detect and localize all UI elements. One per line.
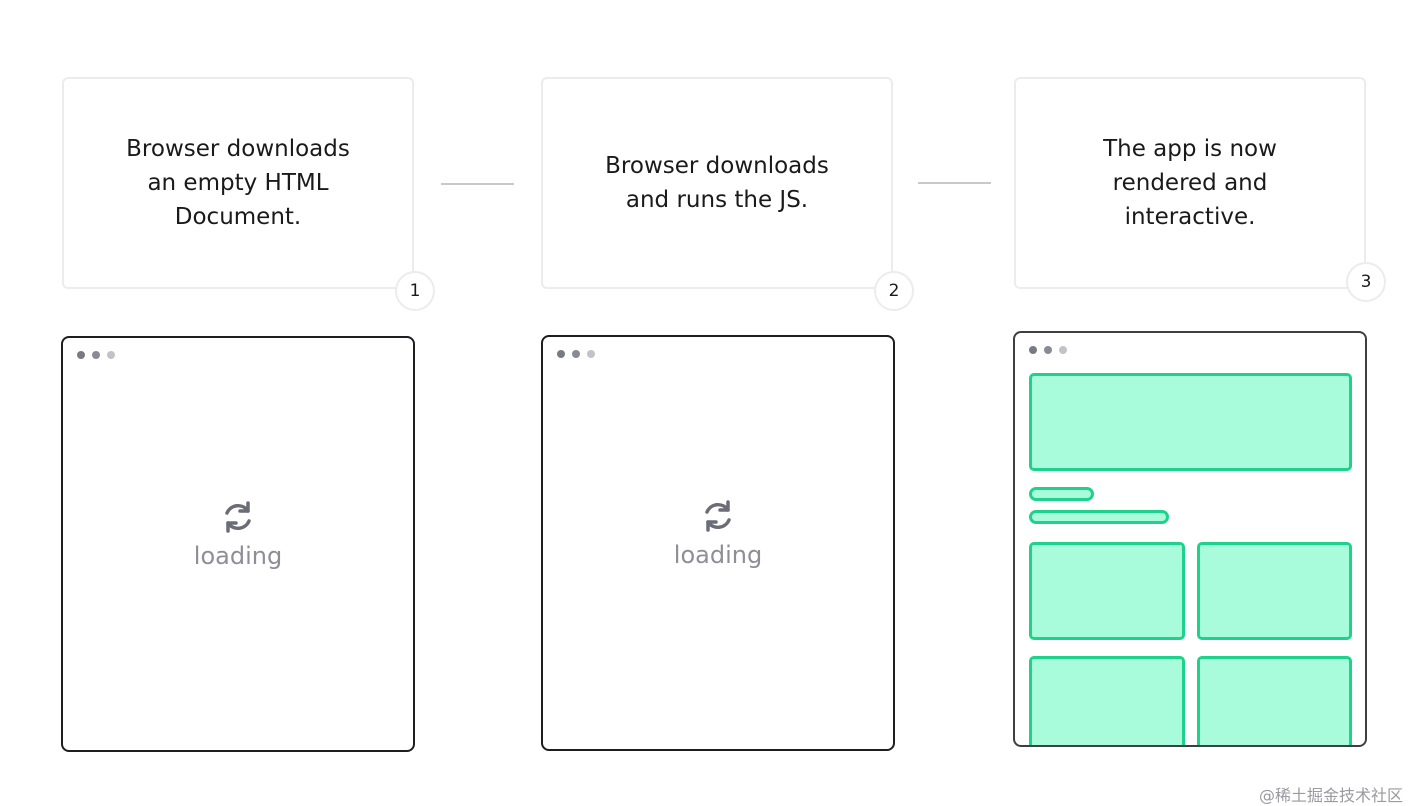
step-card-1: Browser downloads an empty HTML Document…: [62, 77, 414, 289]
step-badge-3: 3: [1346, 262, 1386, 302]
step-text-2: Browser downloads and runs the JS.: [605, 153, 829, 213]
content-card: [1197, 656, 1352, 745]
window-dots: [1029, 346, 1067, 354]
text-line-short: [1029, 487, 1094, 501]
loading-indicator: loading: [543, 497, 893, 569]
window-dots: [77, 351, 115, 359]
window-dot-icon: [572, 350, 580, 358]
browser-window-3: [1013, 331, 1367, 747]
window-dot-icon: [1029, 346, 1037, 354]
refresh-icon: [219, 498, 257, 536]
connector-1-2: [441, 183, 514, 185]
content-card: [1029, 542, 1185, 640]
loading-label: loading: [673, 541, 763, 569]
loading-label: loading: [193, 542, 283, 570]
window-dots: [557, 350, 595, 358]
hero-block: [1029, 373, 1352, 471]
browser-window-1: loading: [61, 336, 415, 752]
window-dot-icon: [77, 351, 85, 359]
watermark: @稀土掘金技术社区: [1258, 786, 1403, 805]
browser-window-2: loading: [541, 335, 895, 751]
text-line-long: [1029, 510, 1169, 524]
step-text-1: Browser downloads an empty HTML Document…: [126, 136, 350, 230]
loading-indicator: loading: [63, 498, 413, 570]
content-card: [1197, 542, 1352, 640]
refresh-icon: [699, 497, 737, 535]
connector-2-3: [918, 182, 991, 184]
window-dot-icon: [587, 350, 595, 358]
content-card: [1029, 656, 1185, 745]
step-text-3: The app is now rendered and interactive.: [1103, 136, 1277, 230]
window-dot-icon: [107, 351, 115, 359]
window-dot-icon: [557, 350, 565, 358]
window-dot-icon: [1044, 346, 1052, 354]
window-dot-icon: [1059, 346, 1067, 354]
step-card-2: Browser downloads and runs the JS.: [541, 77, 893, 289]
step-badge-1: 1: [395, 271, 435, 311]
step-card-3: The app is now rendered and interactive.: [1014, 77, 1366, 289]
step-badge-2: 2: [874, 271, 914, 311]
window-dot-icon: [92, 351, 100, 359]
